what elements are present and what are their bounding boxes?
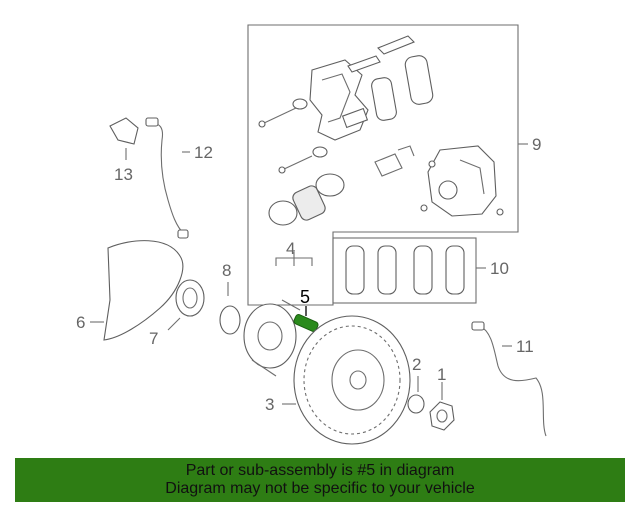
callout-4: 4 [286,239,295,258]
banner-line-part: Part or sub-assembly is #5 in diagram [185,462,455,479]
caliper-body[interactable] [420,145,504,217]
guide-pin-lower[interactable] [278,146,328,174]
snap-ring[interactable] [219,305,241,335]
caliper-group-box [247,24,519,306]
callout-6: 6 [76,313,85,332]
callout-13: 13 [114,165,133,184]
sensor-bracket[interactable] [109,117,139,145]
anti-rattle-spring[interactable] [374,145,415,177]
brake-pad-set[interactable] [345,245,465,295]
hub-nut[interactable] [429,401,455,431]
callout-5: 5 [300,287,310,307]
pads-group-box [332,237,477,304]
callout-11: 11 [516,337,534,356]
callout-8: 8 [222,261,231,280]
callout-1: 1 [437,365,446,384]
callout-2: 2 [412,355,421,374]
diagram-notice-banner: Part or sub-assembly is #5 in diagram Di… [15,458,625,502]
callout-10: 10 [490,259,509,278]
banner-line-disclaimer: Diagram may not be specific to your vehi… [165,480,475,497]
callout-7: 7 [149,329,158,348]
parts-diagram: 1 2 3 4 5 6 7 8 9 10 11 12 13 [76,24,547,445]
callout-12: 12 [194,143,213,162]
wheel-bearing[interactable] [175,279,205,317]
abs-sensor-front[interactable] [145,117,189,239]
guide-pin-upper[interactable] [258,98,308,128]
caliper-bracket[interactable] [309,59,369,141]
wheel-stud-highlighted[interactable] [293,314,319,333]
loose-pads[interactable] [371,54,434,121]
callout-9: 9 [532,135,541,154]
dust-shield[interactable] [103,240,184,341]
brake-disc[interactable] [293,315,411,445]
abs-sensor-rear[interactable] [471,321,547,437]
pad-clip-top[interactable] [347,35,415,73]
washer[interactable] [407,394,425,414]
leader-lines [90,143,528,405]
piston-seals[interactable] [268,173,345,226]
hub-assembly[interactable] [243,299,301,377]
callout-3: 3 [265,395,274,414]
